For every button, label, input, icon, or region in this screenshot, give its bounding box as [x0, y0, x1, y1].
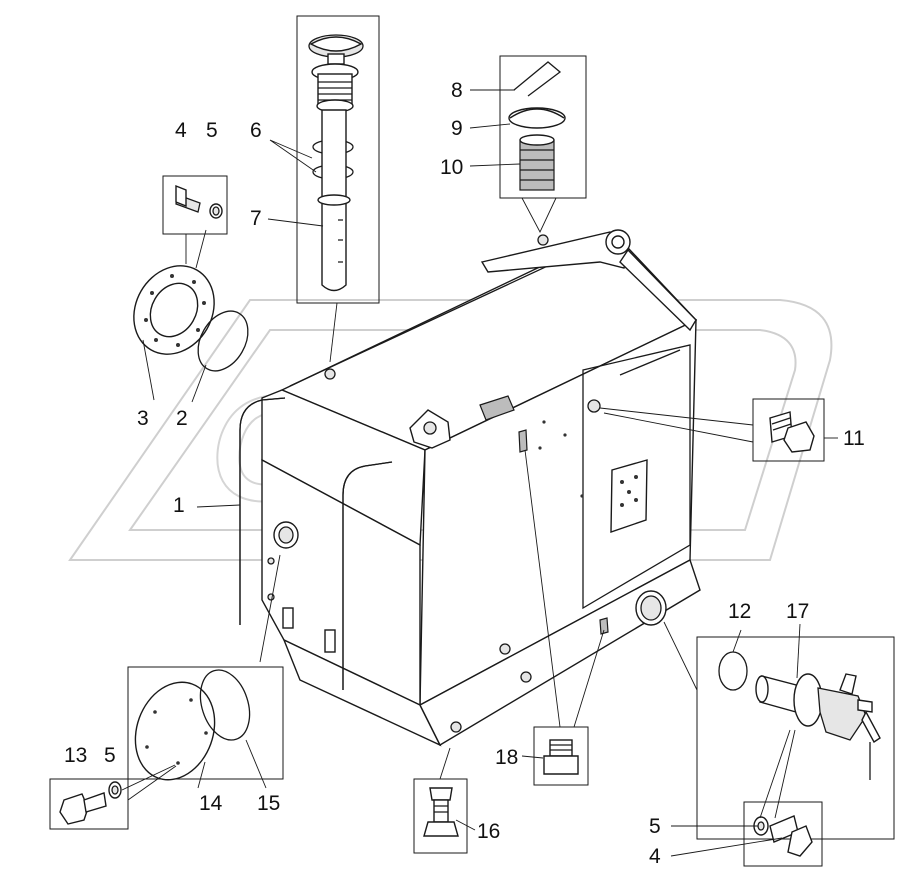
label-4-top: 4 — [175, 119, 187, 142]
plug-18 — [524, 449, 605, 786]
label-10: 10 — [440, 156, 463, 179]
part-labels: 1 2 3 4 5 6 7 8 9 10 11 12 17 13 5 14 15… — [64, 79, 865, 868]
label-14: 14 — [199, 792, 223, 815]
label-2: 2 — [176, 407, 188, 430]
label-leaders — [142, 89, 838, 857]
label-17: 17 — [786, 600, 809, 623]
filler-neck-assembly — [296, 15, 380, 363]
label-6: 6 — [250, 119, 262, 142]
hydraulic-tank — [239, 229, 701, 747]
label-15: 15 — [257, 792, 280, 815]
label-16: 16 — [477, 820, 500, 843]
label-13: 13 — [64, 744, 87, 767]
filler-strainer-assembly — [499, 55, 587, 234]
label-8: 8 — [451, 79, 463, 102]
label-4-valve: 4 — [649, 845, 661, 868]
label-18: 18 — [495, 746, 518, 769]
label-12: 12 — [728, 600, 751, 623]
side-cover-assembly — [49, 554, 284, 830]
inspection-flange-assembly — [133, 175, 249, 372]
drain-valve-assembly — [663, 621, 895, 867]
label-5-valve: 5 — [649, 815, 661, 838]
label-1: 1 — [173, 494, 185, 517]
label-7: 7 — [250, 207, 262, 230]
plug-16 — [413, 747, 468, 854]
label-5-top: 5 — [206, 119, 218, 142]
label-11: 11 — [843, 427, 865, 450]
plug-bolt-11 — [599, 398, 825, 462]
label-5-cover: 5 — [104, 744, 116, 767]
label-9: 9 — [451, 117, 463, 140]
label-3: 3 — [137, 407, 149, 430]
